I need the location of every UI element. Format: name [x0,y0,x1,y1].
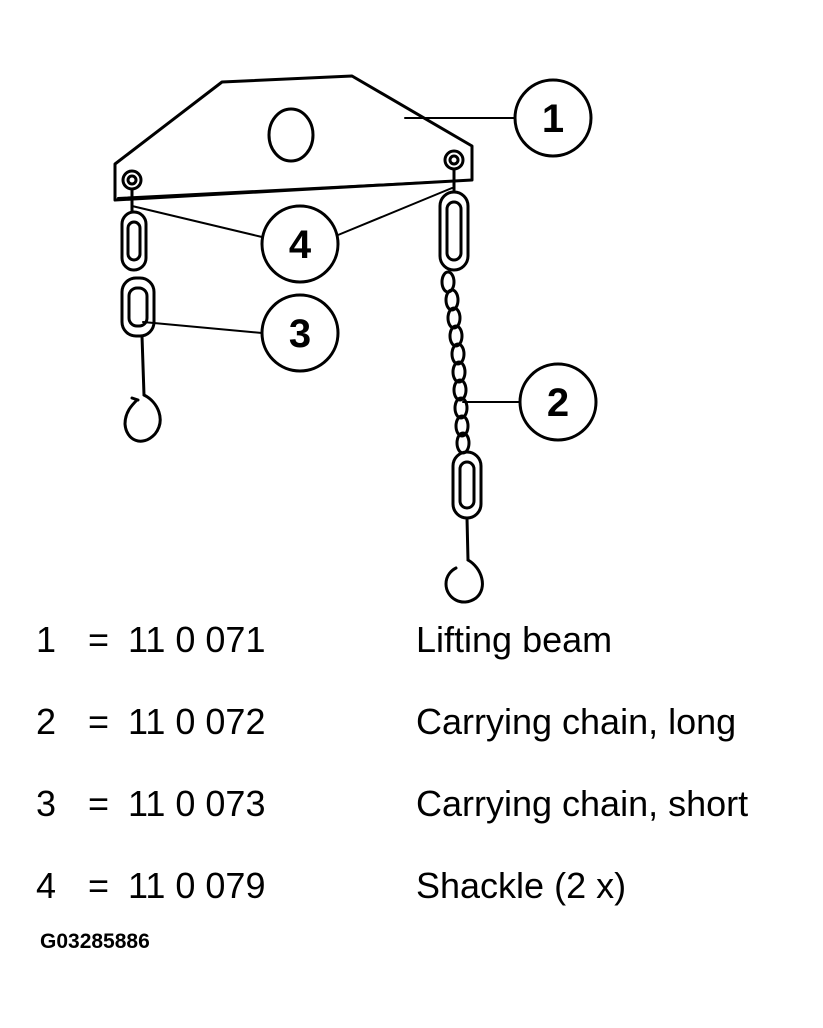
legend-part-number: 11 0 071 [128,619,266,660]
callout-label-4: 4 [289,223,312,267]
legend-description: Carrying chain, long [416,701,737,742]
leader-lines [117,117,521,403]
legend-number: 4 [36,865,57,906]
callout-label-2: 2 [547,381,569,425]
callout-label-1: 1 [542,97,564,141]
legend-equals: = [88,619,110,660]
legend-equals: = [88,783,110,824]
legend-part-number: 11 0 079 [128,865,266,906]
callout-circle-4 [260,204,340,284]
callout-circle-3 [260,293,340,373]
callout-circle-1 [513,78,593,158]
legend-number: 3 [36,783,57,824]
legend-number: 1 [36,619,57,660]
legend-description: Lifting beam [416,619,613,660]
short-chain-drawing [120,187,162,443]
legend-part-number: 11 0 072 [128,701,266,742]
legend-part-number: 11 0 073 [128,783,266,824]
legend-description: Carrying chain, short [416,783,749,824]
legend-equals: = [88,701,110,742]
callout-circle-2 [518,362,598,442]
callout-label-3: 3 [289,312,311,356]
legend-description: Shackle (2 x) [416,865,627,906]
lifting-device-illustration: 1 4 3 2 [113,74,598,604]
long-chain-drawing [438,167,484,604]
lifting-beam-plate [113,74,474,202]
figure-id: G03285886 [40,930,150,953]
legend-number: 2 [36,701,57,742]
legend-equals: = [88,865,110,906]
